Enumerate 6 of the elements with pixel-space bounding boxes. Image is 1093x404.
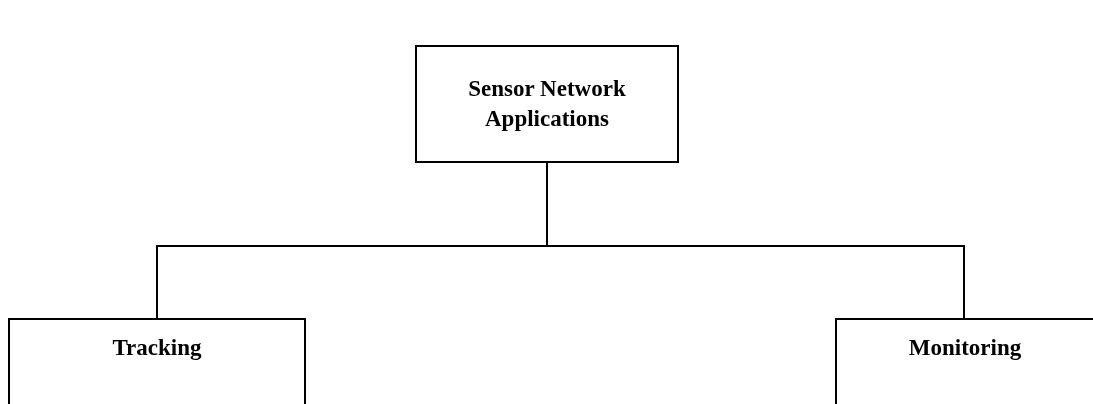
box-label: Tracking [112, 334, 202, 363]
box-label: Sensor Network Applications [467, 75, 627, 133]
category-box [8, 318, 306, 404]
category-box [415, 45, 679, 163]
box-label: Monitoring [908, 334, 1022, 363]
category-box [835, 318, 1093, 404]
